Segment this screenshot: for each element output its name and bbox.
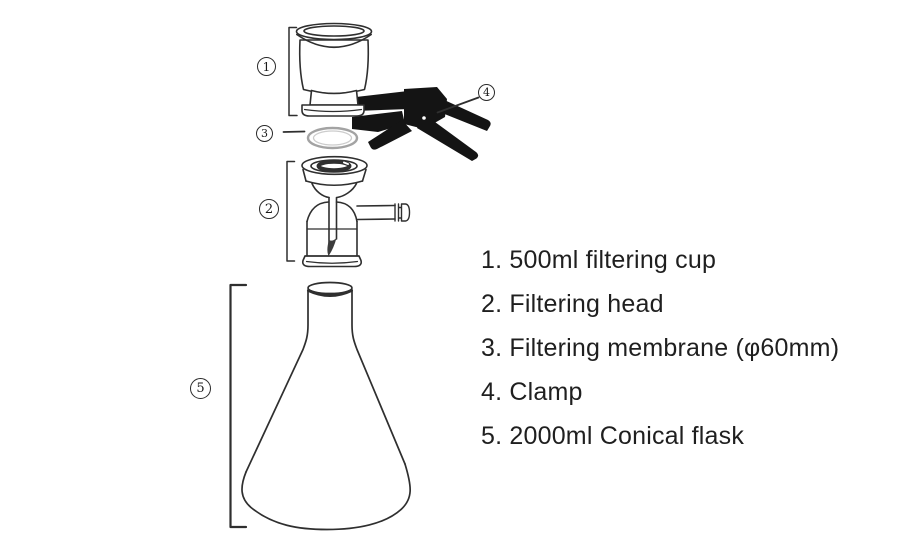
pointer-4 [436,96,480,114]
head-rim-right-side [361,168,367,182]
head-rim-bottom [305,180,364,187]
clamp-leg-lower-left [368,120,412,150]
head-bowl-left [311,182,330,199]
head-hose-barb [394,203,411,222]
conical-flask-drawing [241,281,411,531]
clamp-body [404,87,447,129]
callout-marks [229,26,480,529]
head-dome-right [335,201,358,223]
head-sidearm-top [356,204,396,207]
callout-2: 2 [259,199,279,219]
legend-item-2: 2. Filtering head [481,289,664,318]
callout-4: 4 [478,84,495,101]
head-sidearm-bottom [356,218,396,221]
filtering-cup-drawing [295,22,373,117]
head-dome-left [306,201,330,223]
legend-item-3: 3. Filtering membrane (φ60mm) [481,333,840,362]
clamp-leg-upper-right [437,98,491,131]
head-seal-ring [316,159,352,173]
legend-item-5: 5. 2000ml Conical flask [481,421,745,450]
cup-base-ring [303,108,363,113]
head-base-ring [305,260,359,264]
flask-base [241,463,411,531]
head-bowl-right [336,182,358,199]
cup-mouth [303,25,365,37]
head-stem-tip [327,238,337,256]
parts-legend: 1. 500ml filtering cup 2. Filtering head… [481,238,839,458]
cup-lip [296,33,372,49]
clamp-highlight [422,116,426,120]
bracket-1 [288,26,298,117]
flask-mouth [307,281,353,295]
callout-5: 5 [190,378,211,399]
filtering-head-drawing [301,155,411,268]
clamp-leg-lower-right [417,116,479,161]
bracket-2 [286,160,296,262]
head-base [301,255,363,268]
clamp-drawing [352,87,491,161]
clamp-upper-arm [355,91,410,111]
cup-pedestal [309,89,359,106]
flask-right-side [351,289,406,465]
head-rim-left-side [302,168,307,182]
head-seal-notch [343,161,349,165]
cup-base-flange [301,104,365,117]
flask-rim-band [307,289,353,297]
callout-3: 3 [256,125,273,142]
dash-3 [282,130,306,133]
legend-item-1: 1. 500ml filtering cup [481,245,717,274]
legend-item-4: 4. Clamp [481,377,583,406]
callout-1: 1 [257,57,276,76]
filtering-membrane-drawing [306,126,359,150]
membrane-inner-ring [312,130,353,146]
bracket-5 [229,283,248,529]
flask-left-side [245,289,309,473]
